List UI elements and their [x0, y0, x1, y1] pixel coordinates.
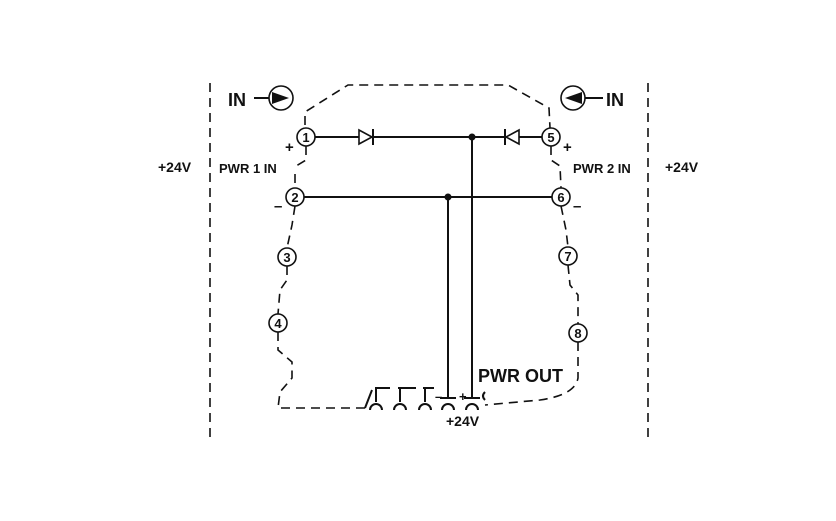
minus-sign: – — [573, 198, 581, 215]
svg-text:8: 8 — [574, 326, 581, 341]
svg-text:7: 7 — [564, 249, 571, 264]
diode-1-icon — [358, 128, 374, 146]
terminal-2: 2 — [285, 187, 305, 207]
terminal-8: 8 — [568, 323, 588, 343]
terminal-4: 4 — [268, 313, 288, 333]
svg-text:3: 3 — [283, 250, 290, 265]
output-connector — [364, 387, 486, 411]
left-supply-label: +24V — [158, 159, 192, 175]
input-arrow-left-icon — [254, 85, 294, 111]
input-arrow-right-icon — [560, 85, 603, 111]
terminal-1: 1 — [296, 127, 316, 147]
out-minus-sign: – — [435, 389, 442, 404]
terminal-3: 3 — [277, 247, 297, 267]
terminal-6: 6 — [551, 187, 571, 207]
junction-dot — [468, 133, 476, 141]
plus-sign: + — [285, 139, 294, 156]
svg-text:6: 6 — [557, 190, 564, 205]
right-supply-label: +24V — [665, 159, 699, 175]
svg-text:5: 5 — [547, 130, 554, 145]
terminal-7: 7 — [558, 246, 578, 266]
diode-2-icon — [504, 128, 520, 146]
svg-text:1: 1 — [302, 130, 309, 145]
pwr1-in-label: PWR 1 IN — [219, 161, 277, 176]
output-voltage-label: +24V — [446, 413, 480, 429]
minus-sign: – — [274, 198, 282, 215]
pwr2-in-label: PWR 2 IN — [573, 161, 631, 176]
plus-sign: + — [563, 139, 572, 156]
in-right-label: IN — [606, 90, 624, 110]
svg-text:4: 4 — [274, 316, 282, 331]
housing-outline — [277, 84, 579, 409]
pwr-out-label: PWR OUT — [478, 366, 563, 386]
in-left-label: IN — [228, 90, 246, 110]
svg-text:2: 2 — [291, 190, 298, 205]
out-plus-sign: + — [459, 389, 467, 404]
junction-dot — [444, 193, 452, 201]
terminal-5: 5 — [541, 127, 561, 147]
